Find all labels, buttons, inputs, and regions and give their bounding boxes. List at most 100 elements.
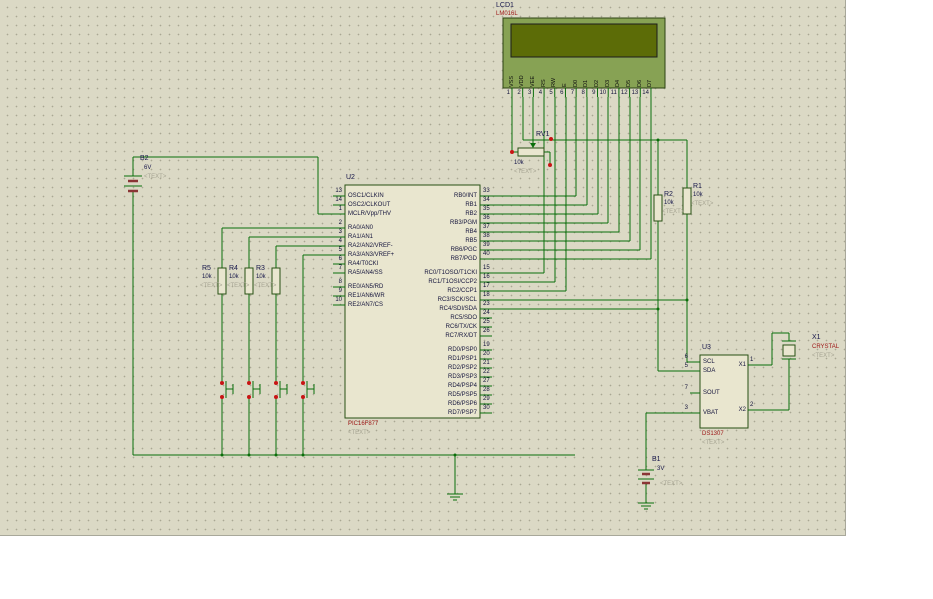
r2-ref[interactable]: R2 xyxy=(664,191,673,198)
u3-annotation[interactable]: <TEXT> xyxy=(702,440,725,446)
lcd1-screen xyxy=(510,23,658,58)
u2-part[interactable]: PIC16F877 xyxy=(348,421,379,427)
r4-body[interactable] xyxy=(244,267,254,295)
junction-dots xyxy=(220,138,689,457)
r5-body[interactable] xyxy=(217,267,227,295)
b2-value[interactable]: 6V xyxy=(144,165,152,171)
u2-pin-number: 18 xyxy=(483,292,490,298)
u2-pin-name: RA5/AN4/SS xyxy=(348,270,383,276)
u2-pin-number: 40 xyxy=(483,251,490,257)
r4-annotation[interactable]: <TEXT> xyxy=(227,283,250,289)
u2-pin-name: RD4/PSP4 xyxy=(447,383,477,389)
u2-pin-number: 34 xyxy=(483,197,490,203)
x1-annotation[interactable]: <TEXT> xyxy=(812,353,835,359)
r5-ref[interactable]: R5 xyxy=(202,265,211,272)
u3-ref[interactable]: U3 xyxy=(702,344,711,351)
pin-stubs xyxy=(333,88,758,414)
lcd1-pin-number: 7 xyxy=(570,90,575,96)
r3-body[interactable] xyxy=(271,267,281,295)
lcd1-part[interactable]: LM016L xyxy=(496,11,518,17)
u2-pin-number: 26 xyxy=(483,328,490,334)
u2-ref[interactable]: U2 xyxy=(346,174,355,181)
lcd1-pin-number: 8 xyxy=(581,90,585,96)
lcd1-pin-name: VEE xyxy=(529,75,536,87)
u3-pin-number: 2 xyxy=(750,402,754,408)
u2-pin-name: RC0/T1OSO/T1CKI xyxy=(424,270,477,276)
u2-pin-name: RC7/RX/DT xyxy=(445,333,477,339)
u2-pin-number: 1 xyxy=(338,206,342,212)
u2-pin-name: RA2/AN2/VREF- xyxy=(348,243,393,249)
u2-pin-number: 4 xyxy=(338,238,342,244)
x1-part[interactable]: CRYSTAL xyxy=(812,344,840,350)
u2-pin-name: RB7/PGD xyxy=(450,256,477,262)
r1-value[interactable]: 10k xyxy=(693,192,703,198)
u2-pin-number: 35 xyxy=(483,206,490,212)
lcd1-pin-name: D1 xyxy=(583,79,590,87)
lcd1-pin-number: 12 xyxy=(620,90,628,96)
rv1-ref[interactable]: RV1 xyxy=(536,131,550,138)
b1-value[interactable]: 3V xyxy=(657,466,665,472)
rv1-value[interactable]: 10k xyxy=(514,160,524,166)
lcd1-pin-number: 5 xyxy=(549,90,553,96)
schematic-canvas[interactable]: LCD1 LM016L RV1 10k <TEXT> U2 PIC16F877 … xyxy=(0,0,846,536)
u2-pin-name: RB4 xyxy=(465,229,477,235)
u2-annotation[interactable]: <TEXT> xyxy=(348,430,371,436)
u2-pin-name: RA4/T0CKI xyxy=(348,261,379,267)
r1-ref[interactable]: R1 xyxy=(693,183,702,190)
r1-body[interactable] xyxy=(682,187,692,215)
r5-annotation[interactable]: <TEXT> xyxy=(200,283,223,289)
r1-annotation[interactable]: <TEXT> xyxy=(691,201,714,207)
u2-pin-name: RB3/PGM xyxy=(449,220,477,226)
lcd1-ref[interactable]: LCD1 xyxy=(496,2,514,9)
b1-annotation[interactable]: <TEXT> xyxy=(660,481,683,487)
u2-pin-number: 39 xyxy=(483,242,490,248)
r2-annotation[interactable]: <TEXT> xyxy=(662,209,685,215)
lcd1-pin-number: 13 xyxy=(631,90,639,96)
r5-value[interactable]: 10k xyxy=(202,274,212,280)
u2-pin-name: RD7/PSP7 xyxy=(447,410,477,416)
u2-pin-number: 13 xyxy=(335,188,342,194)
r3-value[interactable]: 10k xyxy=(256,274,266,280)
u2-pin-name: RC3/SCK/SCL xyxy=(437,297,477,303)
x1-ref[interactable]: X1 xyxy=(812,334,821,341)
u3-part[interactable]: DS1307 xyxy=(702,431,724,437)
lcd1-pin-number: 6 xyxy=(560,90,564,96)
u2-pin-number: 6 xyxy=(338,256,342,262)
u2-pin-name: RB6/PGC xyxy=(450,247,477,253)
r4-value[interactable]: 10k xyxy=(229,274,239,280)
u2-pin-number: 16 xyxy=(483,274,490,280)
u2-pin-number: 23 xyxy=(483,301,490,307)
u2-body[interactable] xyxy=(344,184,481,419)
r3-ref[interactable]: R3 xyxy=(256,265,265,272)
u3-pin-name: SCL xyxy=(703,359,715,365)
b2-annotation[interactable]: <TEXT> xyxy=(144,174,167,180)
r2-body[interactable] xyxy=(653,194,663,222)
u2-pin-number: 33 xyxy=(483,188,490,194)
schematic-graphics xyxy=(124,17,796,510)
u3-body[interactable] xyxy=(699,354,749,429)
lcd1-pin-number: 1 xyxy=(506,90,510,96)
u2-pin-name: RB1 xyxy=(465,202,477,208)
u2-pin-name: RC2/CCP1 xyxy=(447,288,477,294)
u2-pin-number: 30 xyxy=(483,405,490,411)
u3-pin-number: 3 xyxy=(684,405,688,411)
u2-pin-number: 14 xyxy=(335,197,342,203)
b1-ref[interactable]: B1 xyxy=(652,456,661,463)
lcd1-pin-name: D3 xyxy=(604,79,611,87)
x1-crystal-body[interactable] xyxy=(782,344,796,357)
b2-ref[interactable]: B2 xyxy=(140,155,149,162)
wires[interactable] xyxy=(124,97,796,510)
rv1-annotation[interactable]: <TEXT> xyxy=(514,169,537,175)
r2-value[interactable]: 10k xyxy=(664,200,674,206)
lcd1-pin-name: D6 xyxy=(636,79,643,87)
rv1-body[interactable] xyxy=(517,147,545,157)
u2-pin-name: RD3/PSP3 xyxy=(447,374,477,380)
u2-pin-name: RE2/AN7/CS xyxy=(348,302,384,308)
r3-annotation[interactable]: <TEXT> xyxy=(254,283,277,289)
lcd1-pin-number: 3 xyxy=(528,90,532,96)
u2-pin-name: RB5 xyxy=(465,238,477,244)
u2-pin-name: RD0/PSP0 xyxy=(447,347,477,353)
u2-pin-name: RD2/PSP2 xyxy=(447,365,477,371)
r4-ref[interactable]: R4 xyxy=(229,265,238,272)
